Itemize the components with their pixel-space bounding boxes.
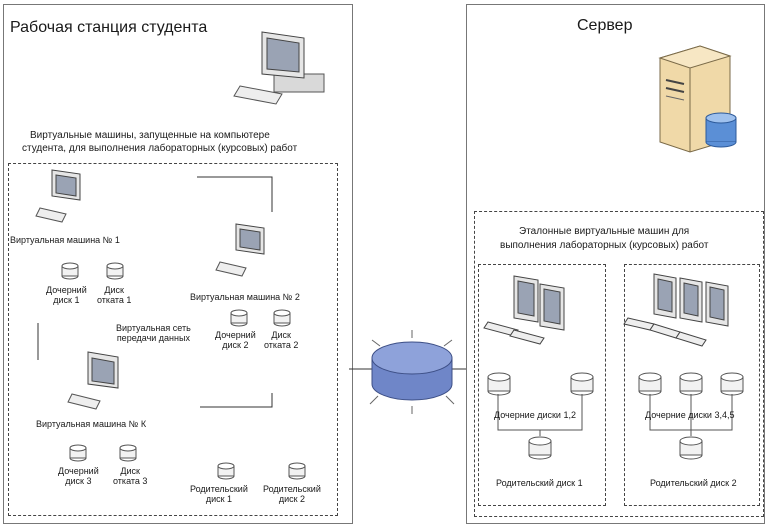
child-disk-2-server-icon <box>570 372 594 396</box>
parent-disk-2-icon <box>288 462 306 480</box>
vm1-computer-icon <box>35 169 81 223</box>
reference-caption-1: Эталонные виртуальные машин для <box>519 226 690 237</box>
child-disk-5-server-icon <box>720 372 744 396</box>
child-disk-4-server-icon <box>679 372 703 396</box>
rollback-disk-2-icon <box>273 309 291 327</box>
parent-disk-2-server-label: Родительский диск 2 <box>650 478 737 488</box>
reference-group-2-disk-tree <box>649 394 733 436</box>
vm-group-caption-2: студента, для выполнения лабораторных (к… <box>22 143 298 154</box>
child-disk-1-icon <box>61 262 79 280</box>
workstation-computer-icon <box>233 31 325 105</box>
parent-disk-1-server-icon <box>528 436 552 460</box>
vmk-label: Виртуальная машина № К <box>36 419 147 429</box>
child-disks-12-label: Дочерние диски 1,2 <box>494 410 576 420</box>
reference-caption-2: выполнения лабораторных (курсовых) работ <box>500 240 709 251</box>
reference-group-2-monitors-icon <box>623 273 729 347</box>
reference-group-1-monitors-icon <box>483 275 565 345</box>
rollback-disk-1-icon <box>106 262 124 280</box>
vmk-computer-icon <box>67 351 119 410</box>
reference-group-1-disk-tree <box>497 394 583 436</box>
reference-group-1-box <box>478 264 606 506</box>
parent-disk-1-server-label: Родительский диск 1 <box>496 478 583 488</box>
child-disk-3-server-icon <box>638 372 662 396</box>
server-tower-icon <box>658 45 737 153</box>
rollback-disk-3-icon <box>119 444 137 462</box>
server-title: Сервер <box>577 17 633 34</box>
child-disk-3-icon <box>69 444 87 462</box>
vm2-computer-icon <box>215 223 265 277</box>
child-disk-1-server-icon <box>487 372 511 396</box>
vm-group-box <box>8 163 338 516</box>
reference-group-2-box <box>624 264 760 506</box>
child-disks-345-label: Дочерние диски 3,4,5 <box>645 410 735 420</box>
parent-disk-2-server-icon <box>679 436 703 460</box>
vm1-label: Виртуальная машина № 1 <box>10 235 120 245</box>
workstation-title: Рабочая станция студента <box>10 19 208 36</box>
reference-vm-box <box>474 211 764 517</box>
vm-group-caption-1: Виртуальные машины, запущенные на компью… <box>30 130 270 141</box>
vm2-label: Виртуальная машина № 2 <box>190 292 300 302</box>
parent-disk-1-icon <box>217 462 235 480</box>
child-disk-2-icon <box>230 309 248 327</box>
network-hub-icon <box>369 330 455 414</box>
